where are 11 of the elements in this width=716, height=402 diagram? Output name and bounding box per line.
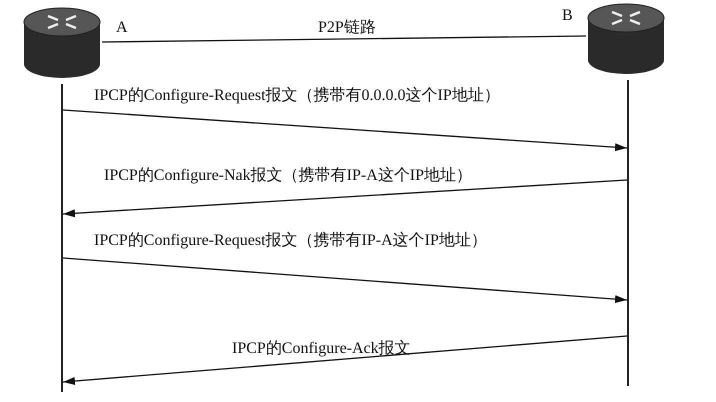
edge-label: IPCP的Configure-Request报文（携带有0.0.0.0这个IP地址） [94,88,500,104]
message-arrow [62,257,628,304]
edge-label: P2P链路 [318,20,376,36]
node-name-label: A [116,20,128,36]
message-arrow [62,109,628,152]
edge-label: IPCP的Configure-Request报文（携带有IP-A这个IP地址） [94,233,487,249]
message-arrow [62,335,628,385]
message-arrow [62,179,628,218]
node-name-label: B [562,8,573,24]
edge-label: IPCP的Configure-Nak报文（携带有IP-A这个IP地址） [104,168,472,184]
link-line [102,35,586,43]
